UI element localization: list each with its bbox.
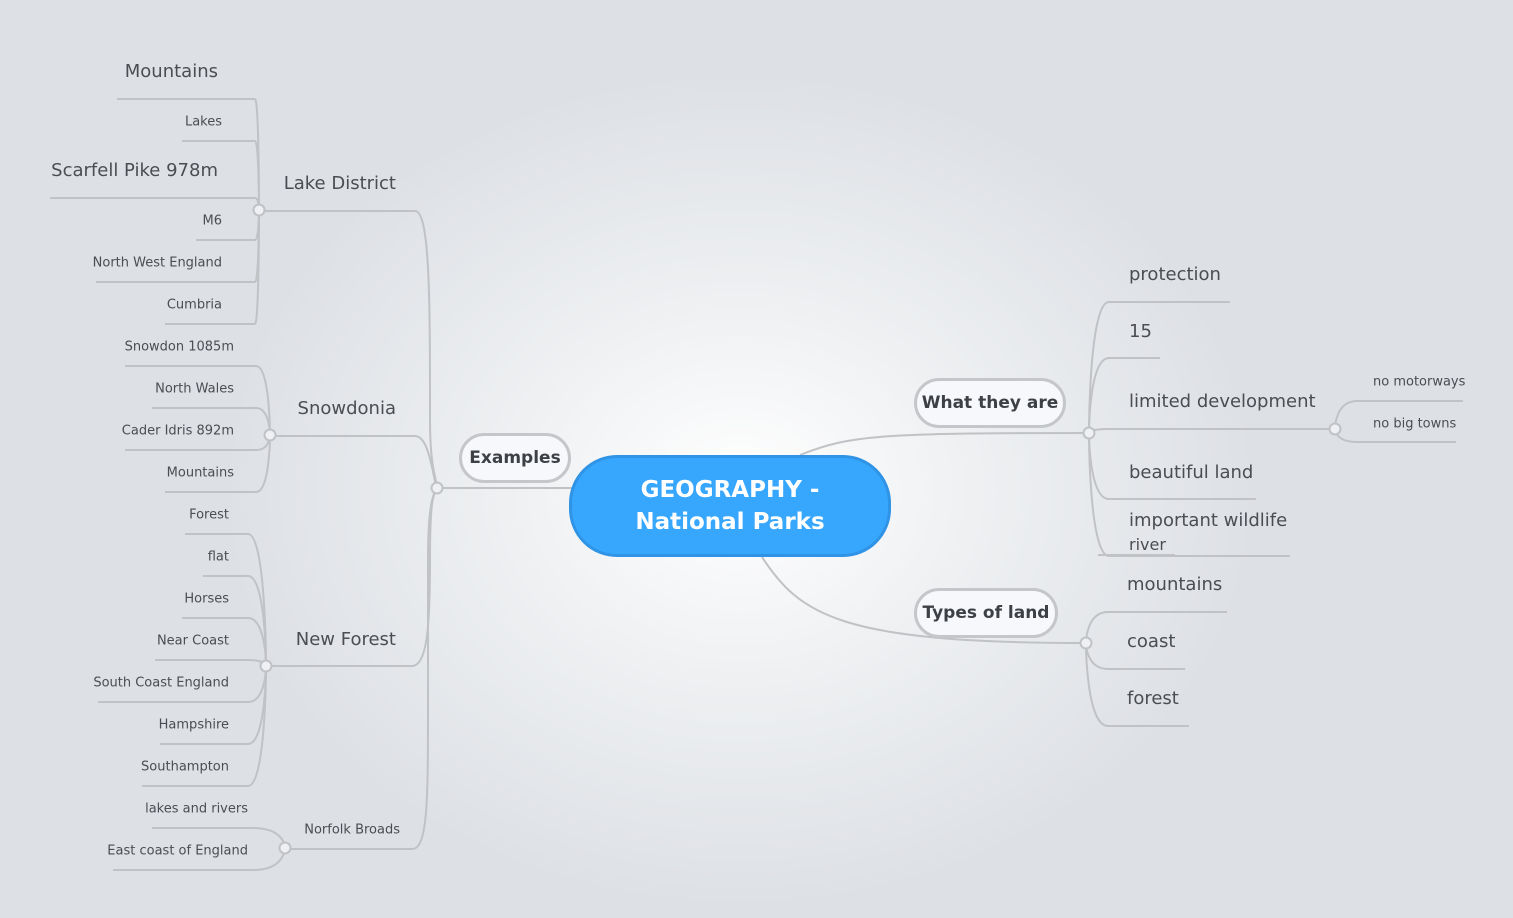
new-forest-child[interactable]: Southampton (141, 759, 229, 775)
connector (1088, 432, 1290, 557)
connector (50, 197, 260, 211)
central-topic-label: GEOGRAPHY - National Parks (635, 477, 825, 535)
topic-new-forest[interactable]: New Forest (295, 629, 396, 650)
what-they-are-child[interactable]: beautiful land (1129, 462, 1254, 483)
snowdonia-child[interactable]: Snowdon 1085m (124, 339, 234, 355)
new-forest-child[interactable]: Near Coast (156, 633, 229, 649)
lake-district-child[interactable]: Cumbria (166, 297, 222, 313)
topic-label: What they are (921, 393, 1059, 413)
connector (259, 210, 438, 489)
what-they-are-child-river[interactable]: river (1129, 535, 1166, 554)
limited-development-child[interactable]: no motorways (1373, 374, 1466, 390)
topic-lake-district[interactable]: Lake District (283, 173, 396, 194)
what-they-are-child[interactable]: 15 (1129, 321, 1152, 342)
topic-examples[interactable]: Examples (459, 433, 571, 483)
snowdonia-child[interactable]: North Wales (155, 381, 234, 397)
snowdonia-child[interactable]: Mountains (166, 465, 234, 481)
topic-types-of-land[interactable]: Types of land (914, 588, 1058, 638)
topic-label: Types of land (922, 603, 1050, 623)
collapse-toggle[interactable] (259, 659, 273, 673)
norfolk-broads-child[interactable]: East coast of England (107, 843, 248, 859)
lake-district-child[interactable]: Mountains (124, 61, 218, 82)
connector (155, 659, 267, 667)
connector (1088, 301, 1230, 434)
collapse-toggle[interactable] (1079, 636, 1093, 650)
collapse-toggle[interactable] (263, 428, 277, 442)
new-forest-child[interactable]: flat (207, 549, 229, 565)
connector (1088, 428, 1335, 434)
what-they-are-child[interactable]: limited development (1129, 391, 1316, 412)
new-forest-child[interactable]: Horses (184, 591, 229, 607)
collapse-toggle[interactable] (1328, 422, 1342, 436)
collapse-toggle[interactable] (278, 841, 292, 855)
connector (799, 432, 1090, 456)
new-forest-child[interactable]: Forest (189, 507, 229, 523)
topic-what-they-are[interactable]: What they are (914, 378, 1066, 428)
topic-snowdonia[interactable]: Snowdonia (297, 398, 396, 419)
lake-district-child[interactable]: Scarfell Pike 978m (51, 160, 218, 181)
connector (761, 556, 1087, 644)
connector (285, 487, 438, 850)
lake-district-child[interactable]: Lakes (184, 114, 222, 130)
connector (270, 435, 438, 489)
collapse-toggle[interactable] (430, 481, 444, 495)
collapse-toggle[interactable] (1082, 426, 1096, 440)
connector (96, 209, 260, 283)
what-they-are-child[interactable]: protection (1129, 264, 1221, 285)
norfolk-broads-child[interactable]: lakes and rivers (145, 801, 248, 817)
lake-district-child[interactable]: North West England (92, 255, 222, 271)
new-forest-child[interactable]: Hampshire (158, 717, 229, 733)
limited-development-child[interactable]: no big towns (1373, 416, 1457, 432)
snowdonia-child[interactable]: Cader Idris 892m (121, 423, 234, 439)
types-of-land-child[interactable]: coast (1127, 631, 1176, 652)
connector (165, 434, 271, 493)
connector (203, 575, 267, 667)
central-topic[interactable]: GEOGRAPHY - National Parks (569, 455, 891, 557)
connector (1085, 642, 1189, 727)
topic-label: Examples (469, 448, 561, 468)
what-they-are-child[interactable]: important wildlife (1129, 510, 1288, 531)
collapse-toggle[interactable] (252, 203, 266, 217)
types-of-land-child[interactable]: mountains (1127, 574, 1223, 595)
types-of-land-child[interactable]: forest (1127, 688, 1179, 709)
new-forest-child[interactable]: South Coast England (93, 675, 229, 691)
lake-district-child[interactable]: M6 (202, 213, 223, 229)
topic-norfolk-broads[interactable]: Norfolk Broads (304, 822, 400, 838)
